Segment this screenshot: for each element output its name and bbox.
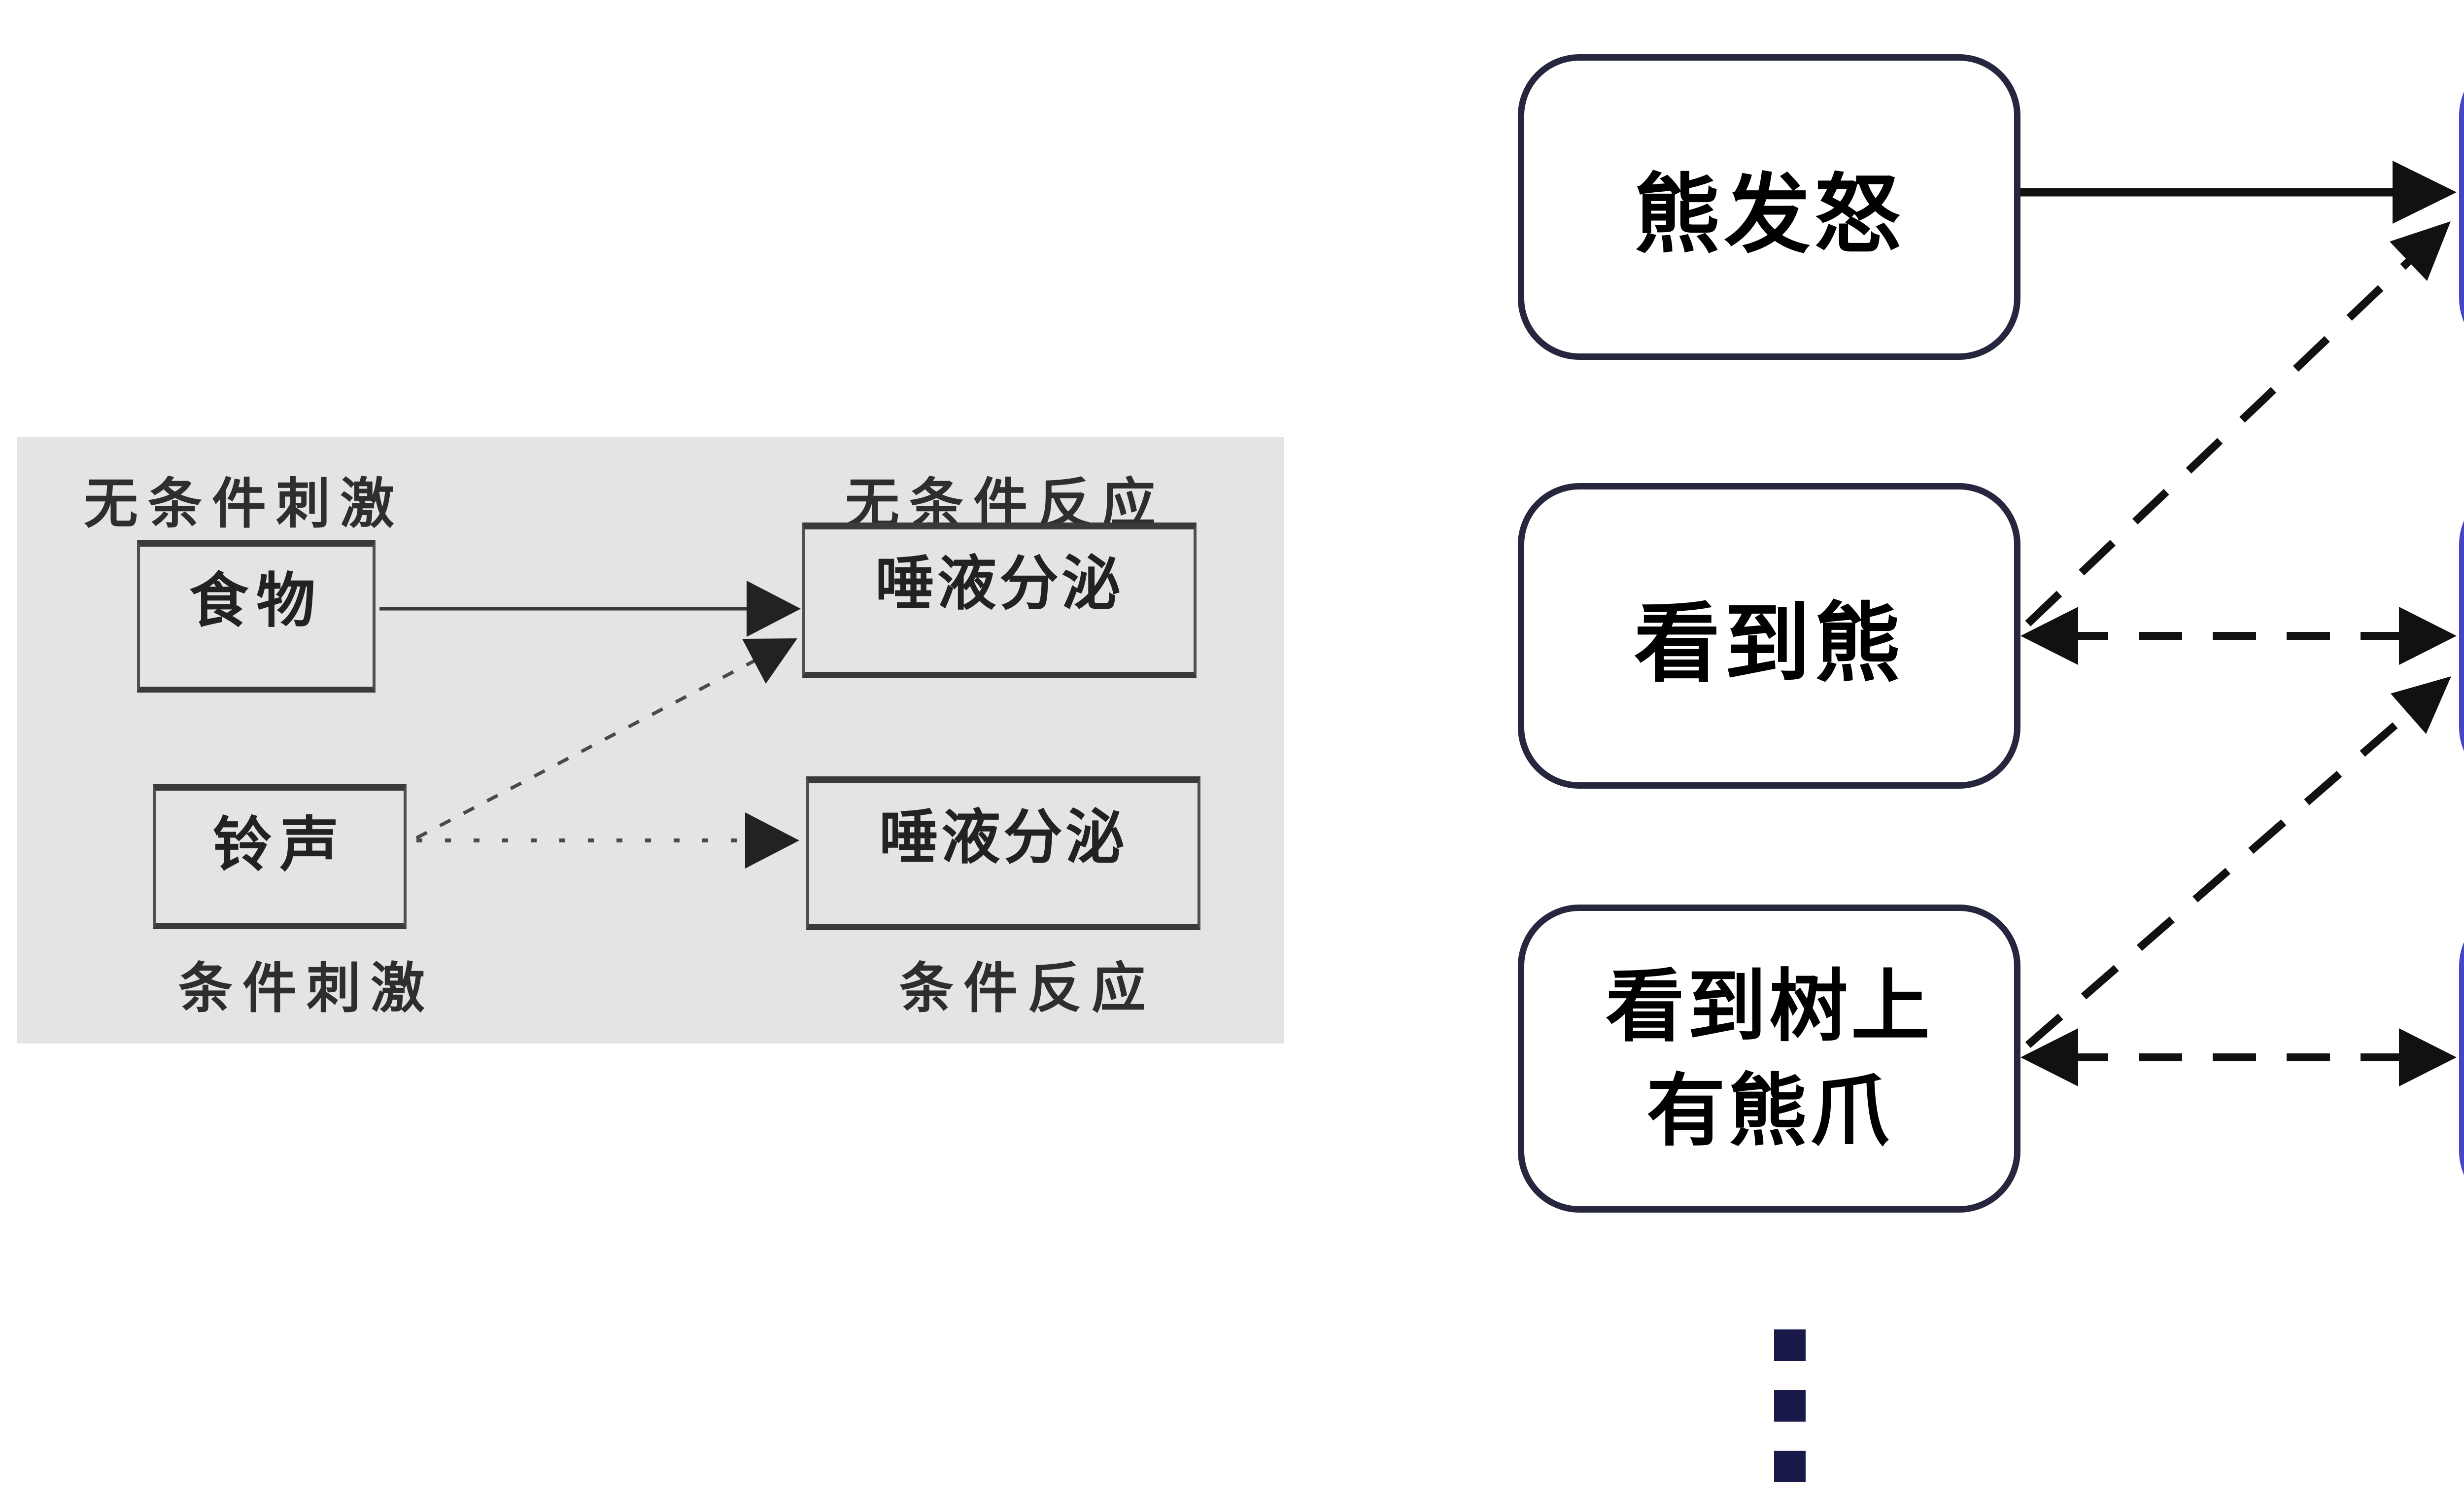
label-unconditioned-stimulus: 无条件刺激	[84, 474, 404, 534]
vertical-ellipsis-icon-left	[1774, 1329, 1806, 1499]
ellipsis-dot	[1774, 1390, 1806, 1422]
box-see-bear-claw-line1: 看到树上	[1605, 962, 1933, 1051]
ellipsis-dot	[1774, 1451, 1806, 1482]
bell-to-salivation-bottom-dotted-arrow	[416, 812, 799, 869]
box-food: 食物	[137, 540, 376, 693]
box-see-bear-label: 看到熊	[1634, 595, 1905, 692]
label-conditioned-stimulus: 条件刺激	[178, 958, 435, 1019]
box-bell: 铃声	[153, 784, 407, 929]
label-conditioned-response: 条件反应	[899, 958, 1156, 1019]
box-see-bear-claw: 看到树上 有熊爪	[1518, 905, 2020, 1213]
see-claw-to-value-next-dashed-arrow	[2025, 676, 2451, 1048]
see-bear-to-value-next-dashed-double-arrow	[2020, 607, 2457, 665]
box-see-bear: 看到熊	[1518, 483, 2020, 789]
see-claw-to-value-dashed-double-arrow	[2020, 1028, 2457, 1086]
ellipsis-dot	[1774, 1329, 1806, 1361]
classical-conditioning-panel: 无条件刺激 无条件反应 食物 唾液分泌 铃声 唾液分泌 条件刺激 条件反应	[17, 437, 1284, 1044]
box-see-bear-claw-line2: 有熊爪	[1646, 1066, 1892, 1155]
food-to-salivation-solid-arrow	[379, 581, 801, 637]
box-bear-angry-label: 熊发怒	[1634, 167, 1905, 263]
see-bear-to-reward-dashed-arrow	[2025, 221, 2451, 627]
bear-angry-to-reward-solid-arrow	[2020, 161, 2457, 224]
bell-to-salivation-top-dashed-arrow	[415, 638, 797, 840]
box-bear-angry: 熊发怒	[1518, 54, 2020, 360]
box-salivation-bottom: 唾液分泌	[806, 776, 1200, 930]
box-salivation-top: 唾液分泌	[802, 523, 1197, 678]
